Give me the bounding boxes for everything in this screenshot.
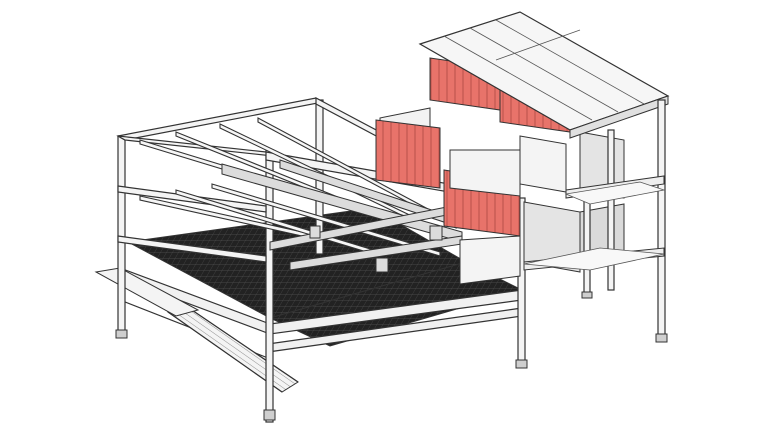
base-frame (119, 267, 523, 359)
nest-module (375, 11, 670, 339)
support-feet (115, 291, 668, 421)
feeder-line (221, 159, 463, 273)
